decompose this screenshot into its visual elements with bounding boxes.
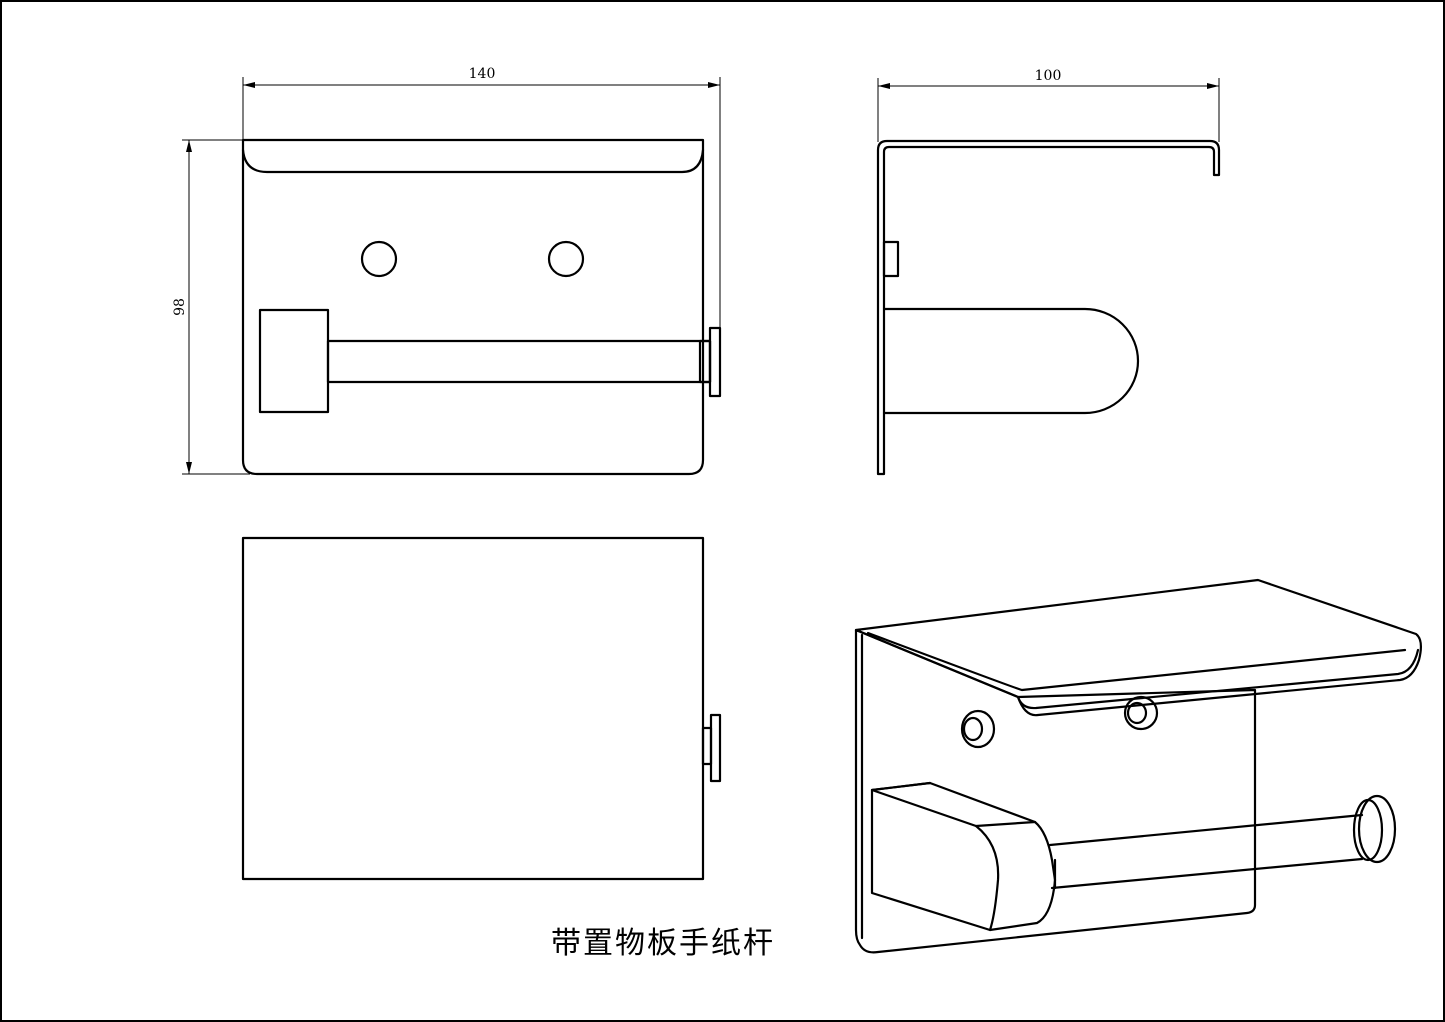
mounting-bolt bbox=[1123, 695, 1159, 731]
top-view bbox=[241, 536, 722, 881]
dimension-width-140: 140 bbox=[469, 66, 496, 82]
dimension-depth-100: 100 bbox=[1035, 68, 1062, 84]
front-view: 140 98 bbox=[172, 66, 722, 476]
side-view: 100 bbox=[876, 68, 1221, 476]
drawing-title: 带置物板手纸杆 bbox=[551, 926, 775, 961]
dimension-height-98: 98 bbox=[172, 298, 188, 316]
isometric-view bbox=[854, 578, 1423, 954]
mounting-hole bbox=[547, 240, 585, 278]
mounting-bolt bbox=[960, 709, 996, 749]
mounting-hole bbox=[360, 240, 398, 278]
end-cap bbox=[1357, 794, 1397, 864]
